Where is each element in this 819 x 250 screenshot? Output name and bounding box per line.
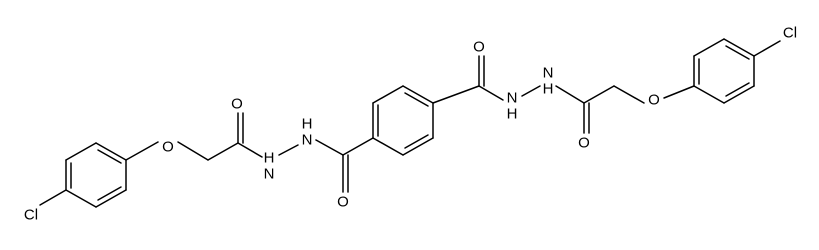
svg-text:N: N [302,132,313,149]
bond-line [97,186,122,201]
atom-o-carbonyl-left: O [231,96,243,113]
atom-o-carbonyl-center-right: O [473,39,485,56]
svg-text:N: N [543,65,554,82]
atom-nh-right-outer: N H N H [543,65,554,98]
bond-line [177,141,209,161]
bond-line [583,85,615,104]
bond-line [237,142,263,158]
bond-line [39,189,67,206]
bond-line [315,139,344,156]
bond-line [478,85,504,101]
atom-o-carbonyl-right: O [578,135,590,152]
bond-line [555,85,585,104]
bond-line [693,38,725,57]
svg-text:H: H [543,81,554,98]
svg-text:N: N [264,166,275,183]
bond-line [402,137,434,156]
bond-line [402,85,434,104]
atom-cl-right: Cl [783,25,797,42]
atom-nh-right-inner: N H N H [507,90,518,123]
bond-lines [39,38,781,208]
bond-line [693,85,725,104]
atom-o-ether-left: O [162,139,174,156]
svg-text:H: H [264,150,275,167]
bond-line [725,45,750,60]
atom-nh-left-inner: H N H N [302,116,313,149]
bond-line [723,85,755,104]
bond-line [725,82,750,97]
bond-line [97,149,122,164]
bond-line [65,142,97,161]
bond-line [753,40,781,57]
bond-line [95,189,127,208]
bond-line [372,137,404,156]
bond-line [723,38,755,57]
bond-line [432,85,480,104]
svg-text:H: H [302,116,313,133]
bond-line [65,189,97,208]
bond-line [342,137,374,156]
bond-line [663,85,695,99]
bond-line [521,85,541,97]
bond-line [278,144,299,156]
bond-line [207,142,239,161]
svg-text:H: H [507,106,518,123]
bond-line [95,142,127,161]
bond-line [613,85,645,104]
atom-nh-left-outer: H N H N [264,150,275,183]
bond-line [372,85,404,104]
bond-line [125,141,159,161]
bond-line [404,92,429,107]
svg-text:N: N [507,90,518,107]
atom-o-ether-right: O [648,92,660,109]
bond-line [404,134,429,149]
atom-cl-left: Cl [24,207,38,224]
atom-o-carbonyl-center-left: O [337,194,349,211]
